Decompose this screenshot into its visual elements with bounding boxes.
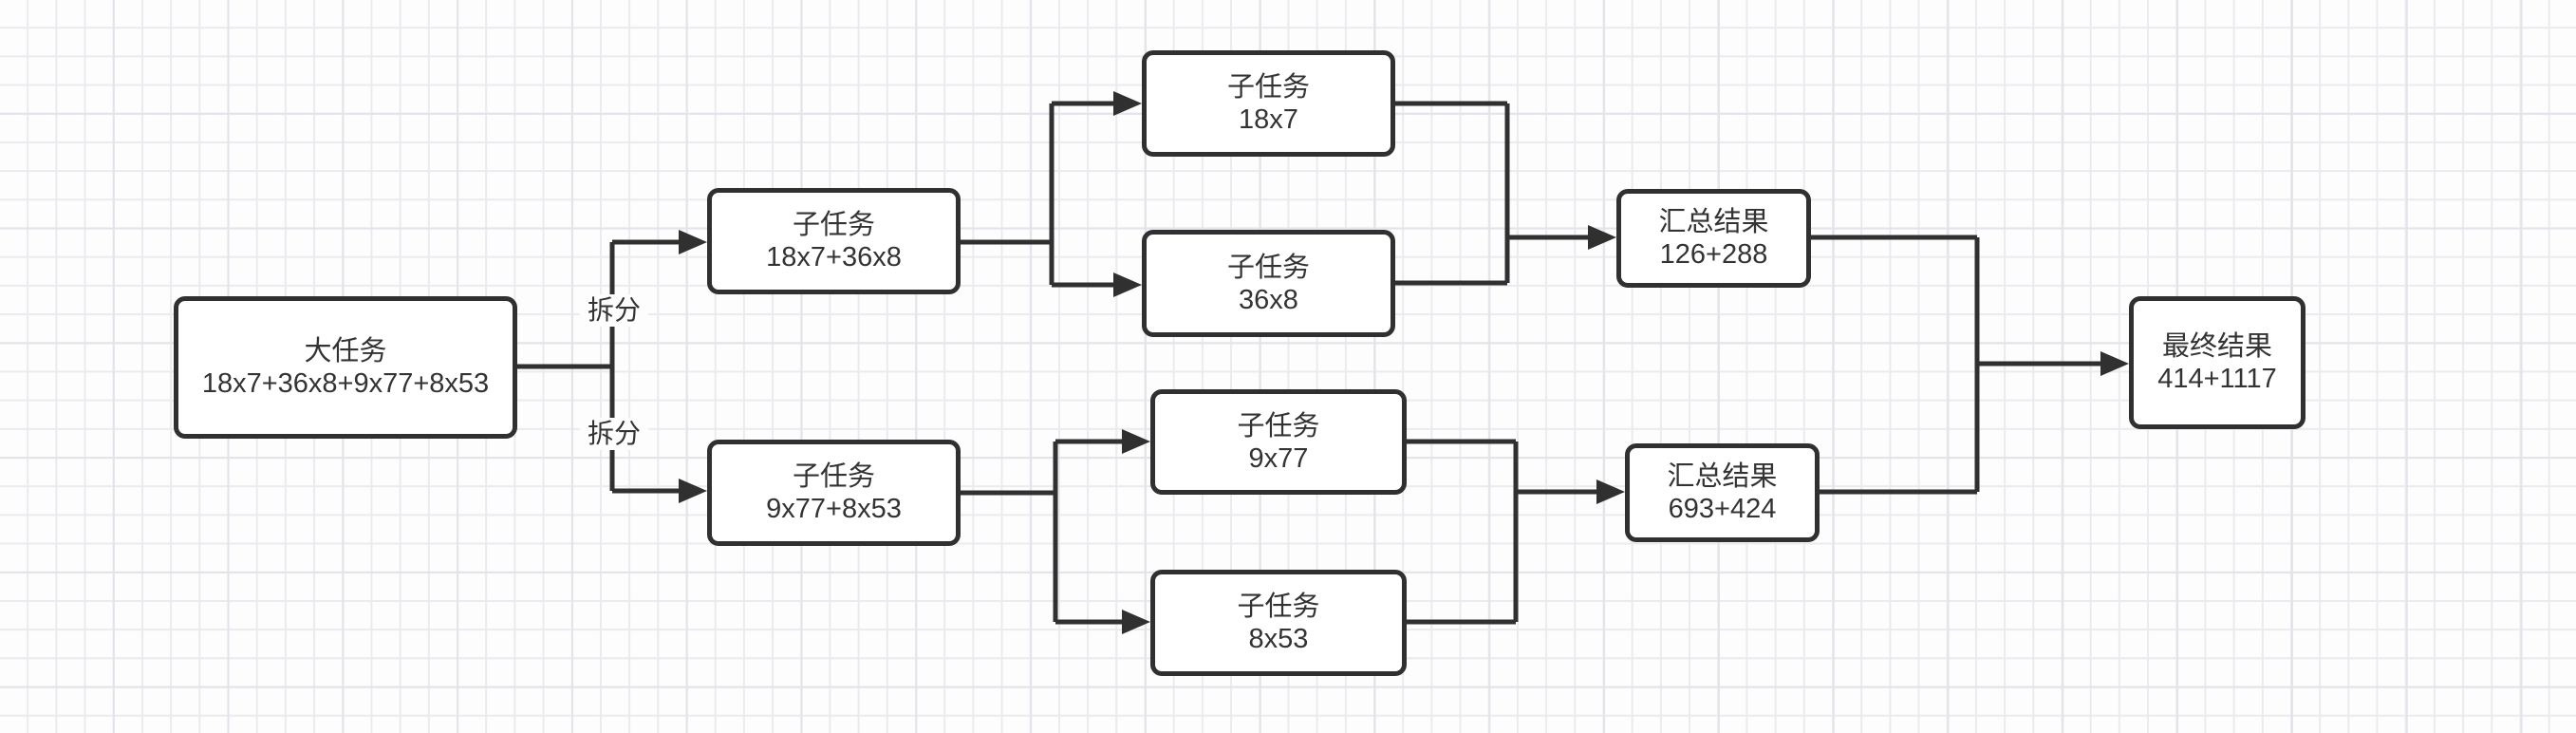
edge-split-1[interactable] <box>517 230 707 503</box>
arrowhead <box>1596 479 1625 504</box>
node-title: 子任务 <box>1226 72 1310 103</box>
node-title: 子任务 <box>1237 592 1320 622</box>
edge-split-3[interactable] <box>961 429 1150 634</box>
edge-merge-1[interactable] <box>1395 101 1616 286</box>
node-expression: 9x77+8x53 <box>766 494 902 524</box>
arrowhead <box>679 479 707 503</box>
arrowhead <box>1122 429 1150 454</box>
arrowhead <box>1113 273 1142 297</box>
arrowhead <box>1113 91 1142 116</box>
node-expression: 18x7+36x8+9x77+8x53 <box>201 368 490 399</box>
node-final-result[interactable]: 最终结果 414+1117 <box>2129 296 2305 429</box>
edge-merge-2[interactable] <box>1407 439 1625 625</box>
edge-label-split-top[interactable]: 拆分 <box>579 294 649 327</box>
node-title: 子任务 <box>792 210 875 240</box>
node-subtask-8x53[interactable]: 子任务 8x53 <box>1150 570 1407 676</box>
arrowhead <box>679 230 707 254</box>
edge-split-2[interactable] <box>961 91 1142 297</box>
node-expression: 414+1117 <box>2157 364 2277 394</box>
node-subtask-18x7-36x8[interactable]: 子任务 18x7+36x8 <box>707 188 961 294</box>
edge-merge-final[interactable] <box>1811 235 2129 495</box>
node-title: 汇总结果 <box>1658 207 1769 237</box>
node-title: 大任务 <box>304 336 387 366</box>
node-expression: 126+288 <box>1659 239 1768 270</box>
node-aggregate-bottom[interactable]: 汇总结果 693+424 <box>1625 443 1820 542</box>
arrowhead <box>1588 225 1616 250</box>
node-title: 汇总结果 <box>1667 461 1778 492</box>
node-title: 子任务 <box>1226 252 1310 283</box>
node-expression: 9x77 <box>1248 442 1309 474</box>
node-title: 最终结果 <box>2161 331 2272 362</box>
node-subtask-18x7[interactable]: 子任务 18x7 <box>1142 50 1395 157</box>
node-expression: 36x8 <box>1239 284 1298 315</box>
arrowhead <box>2100 351 2129 376</box>
node-title: 子任务 <box>792 461 875 492</box>
node-expression: 8x53 <box>1248 624 1309 654</box>
node-subtask-9x77[interactable]: 子任务 9x77 <box>1150 389 1407 495</box>
node-aggregate-top[interactable]: 汇总结果 126+288 <box>1616 189 1811 288</box>
node-big-task[interactable]: 大任务 18x7+36x8+9x77+8x53 <box>174 296 517 439</box>
edge-label-split-bottom[interactable]: 拆分 <box>579 418 649 450</box>
node-expression: 18x7 <box>1239 104 1298 135</box>
node-expression: 693+424 <box>1668 494 1777 524</box>
node-title: 子任务 <box>1237 410 1320 442</box>
node-subtask-36x8[interactable]: 子任务 36x8 <box>1142 230 1395 337</box>
node-expression: 18x7+36x8 <box>766 242 902 273</box>
node-subtask-9x77-8x53[interactable]: 子任务 9x77+8x53 <box>707 440 961 546</box>
arrowhead <box>1122 610 1150 634</box>
